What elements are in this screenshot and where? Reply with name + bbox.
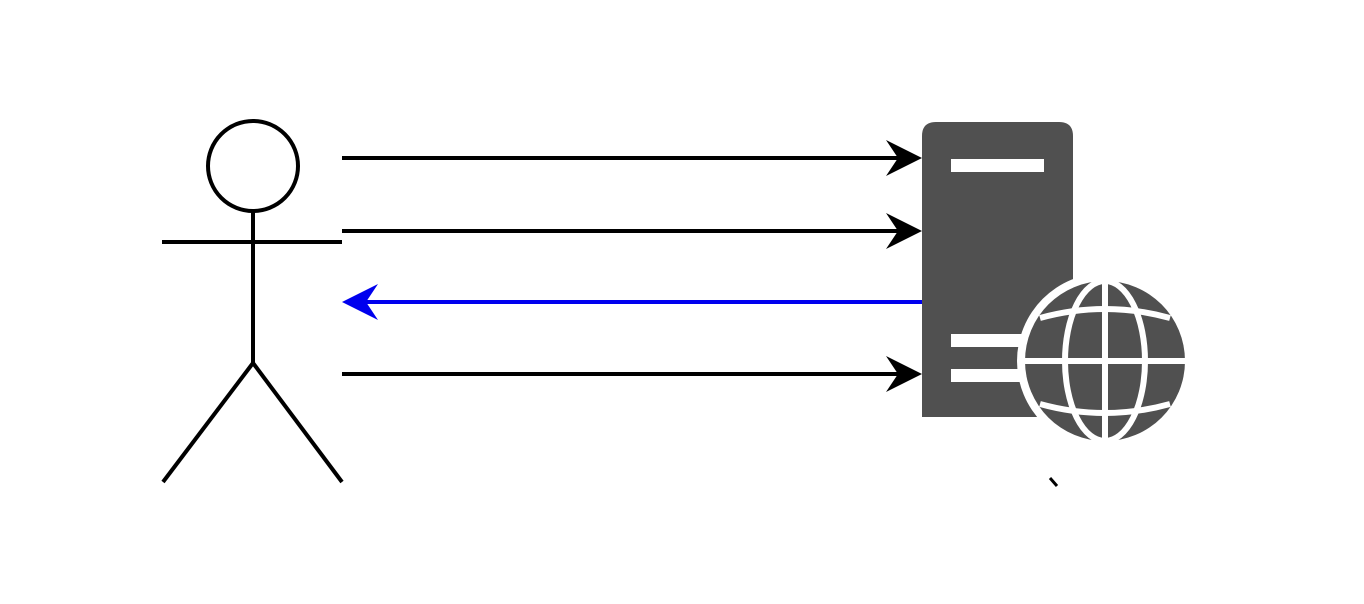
- actor-head: [206, 119, 300, 213]
- stray-mark: [1048, 477, 1059, 487]
- arrow-request-3: [342, 356, 922, 392]
- actor-icon: [161, 119, 344, 484]
- actor-left-leg: [161, 361, 255, 484]
- server-slot-bottom: [951, 369, 1036, 382]
- arrow-request-2: [342, 213, 922, 249]
- actor-right-leg: [251, 361, 344, 484]
- server-slot-mid: [951, 334, 1036, 347]
- arrow-response: [342, 284, 922, 320]
- globe-icon: [1017, 273, 1193, 449]
- web-server-icon: [922, 122, 1193, 449]
- arrow-request-1: [342, 140, 922, 176]
- server-slot-top: [951, 159, 1044, 172]
